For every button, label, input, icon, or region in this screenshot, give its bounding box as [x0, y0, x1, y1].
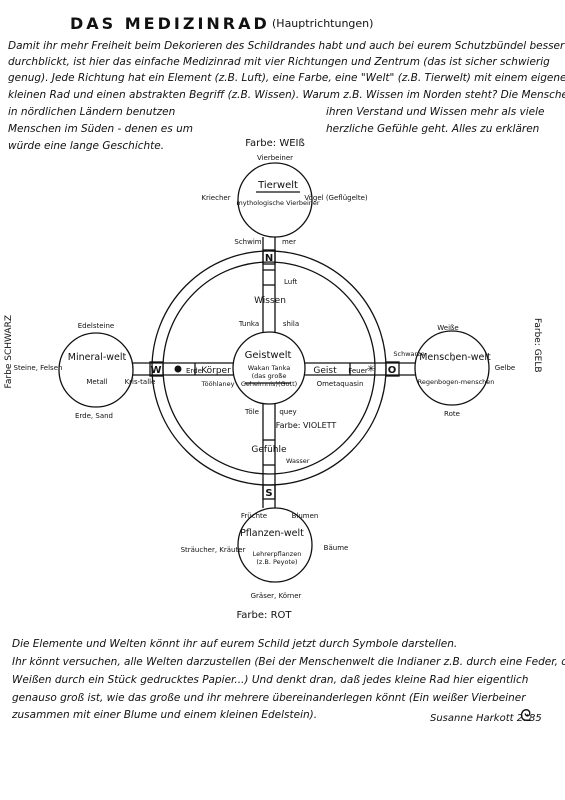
west-center: Metall [86, 378, 107, 386]
black-dot-icon [174, 365, 182, 373]
signature-mark-icon: ᘓ [520, 706, 532, 725]
south-right: Bäume [324, 544, 349, 552]
page-subtitle: (Hauptrichtungen) [272, 17, 374, 30]
north-center: mythologische Vierbeiner [236, 199, 320, 207]
south-inner-left: Töle [244, 408, 259, 416]
east-bottom: Rote [444, 410, 460, 418]
east-pipe-icon: ⚬ [450, 357, 455, 364]
south-center-box: Lehrerpflanzen (z.B. Peyote) [252, 550, 302, 566]
south-concept: Gefühle [251, 445, 287, 455]
intro-line: kleinen Rad und einen abstrakten Begriff… [8, 89, 565, 101]
west-left: Steine, Felsen [14, 364, 63, 372]
north-element: Luft [284, 278, 298, 286]
east-color: Farbe: GELB [532, 318, 542, 373]
south-inner-right: quey [279, 408, 296, 416]
bottom-line: Ihr könnt versuchen, alle Welten darzust… [12, 656, 565, 668]
intro-line-right: herzliche Gefühle geht. Alles zu erkläre… [326, 123, 540, 135]
east-world: Menschen-welt [419, 352, 491, 363]
south-element: Wasser [286, 457, 310, 465]
west-concept: Körper [201, 366, 231, 376]
north-concept: Wissen [254, 296, 286, 306]
signature: Susanne Harkott 2.'85 [430, 713, 542, 724]
east-element: Feuer [348, 367, 368, 375]
intro-line: Damit ihr mehr Freiheit beim Dekorieren … [8, 40, 565, 52]
south-left: Sträucher, Kräuter [181, 546, 246, 554]
north-bottom-left: Schwim [234, 238, 261, 246]
center-text: Wakan Tanka (das große Geheimnis)(Gott) [240, 364, 298, 388]
center-text-box: Wakan Tanka (das große Geheimnis)(Gott) [240, 364, 298, 388]
bottom-line: Weißen durch ein Stück gedrucktes Papier… [12, 674, 529, 686]
north-bottom-right: mer [282, 238, 296, 246]
east-concept: Geist [313, 366, 337, 376]
west-element: Erde [186, 367, 202, 375]
north-world: Tierwelt [257, 180, 298, 191]
north-left: Kriecher [201, 194, 230, 202]
east-letter: O [388, 365, 397, 376]
east-color-box: Farbe: GELB [532, 318, 542, 373]
intro-line-right: ihren Verstand und Wissen mehr als viele [326, 106, 545, 118]
west-bottom: Erde, Sand [75, 412, 113, 420]
intro-line: würde eine lange Geschichte. [8, 140, 165, 152]
east-small-wheel [414, 330, 490, 406]
south-center-color: Farbe: VIOLETT [276, 421, 337, 430]
east-top: Weiße [437, 324, 458, 332]
south-top-right: Blumen [292, 512, 319, 520]
east-center: Regenbogen-menschen [418, 378, 495, 386]
center-circle [232, 331, 306, 405]
center-right: Ometaquasin [317, 380, 364, 388]
north-right: Vögel (Geflügelte) [304, 194, 368, 202]
north-letter: N [265, 253, 273, 264]
west-top: Edelsteine [78, 322, 115, 330]
east-left: Schwarze [393, 350, 424, 358]
bottom-line: zusammen mit einer Blume und einem klein… [12, 709, 318, 721]
south-center: Lehrerpflanzen (z.B. Peyote) [252, 550, 302, 566]
west-world: Mineral-welt [68, 352, 127, 363]
east-right: Gelbe [495, 364, 515, 372]
intro-line: genug). Jede Richtung hat ein Element (z… [8, 72, 565, 84]
north-inner-right: shila [283, 320, 299, 328]
south-letter: S [265, 488, 272, 499]
west-inner-left: Tööhlaney [201, 380, 235, 388]
bottom-line: genauso groß ist, wie das große und ihr … [12, 692, 526, 704]
west-right: Kris-talle [125, 378, 156, 386]
south-world: Pflanzen-welt [240, 528, 304, 539]
intro-line: durchblickt, ist hier das einfache Mediz… [8, 56, 550, 68]
south-bottom: Gräser, Körner [251, 592, 302, 600]
west-small-wheel [58, 332, 134, 408]
star-icon: ✳ [367, 364, 375, 375]
north-color: Farbe: WEIß [245, 138, 305, 149]
south-color: Farbe: ROT [236, 610, 292, 621]
north-inner-left: Tunka [238, 320, 259, 328]
page-title: DAS MEDIZINRAD [70, 14, 270, 33]
west-letter: W [150, 365, 161, 376]
west-color: Farbe SCHWARZ [4, 315, 14, 389]
south-top-left: Früchte [241, 512, 267, 520]
intro-line: in nördlichen Ländern benutzen [8, 106, 176, 118]
intro-line: Menschen im Süden - denen es um [8, 123, 193, 135]
north-top: Vierbeiner [257, 154, 293, 162]
bottom-line: Die Elemente und Welten könnt ihr auf eu… [12, 638, 458, 650]
center-world: Geistwelt [245, 350, 292, 361]
